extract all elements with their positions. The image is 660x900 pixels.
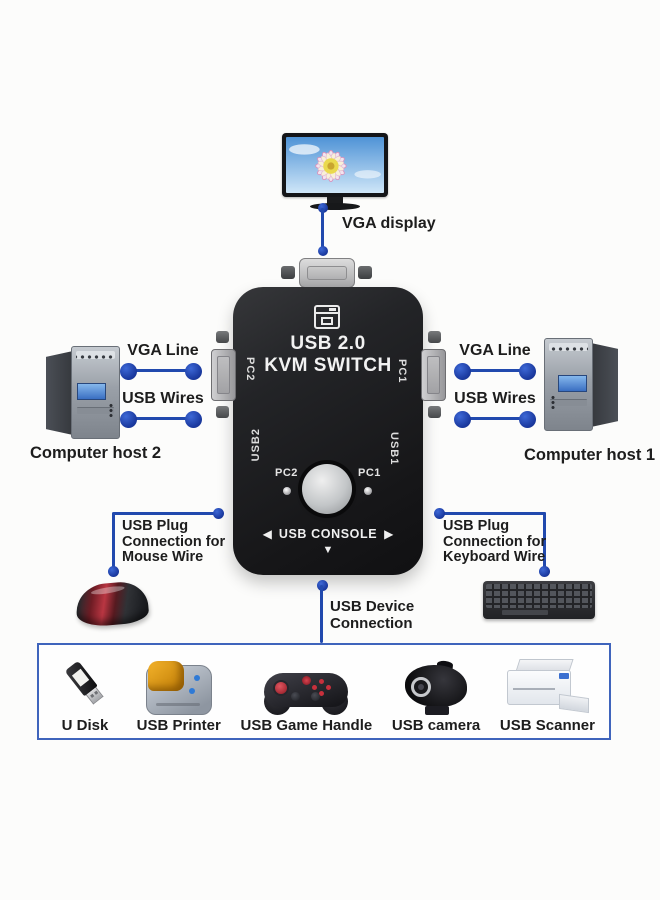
connector-dot (454, 411, 471, 428)
connector-dot (434, 508, 445, 519)
computer-host-2-tower (46, 346, 120, 440)
kvm-console-label: USB CONSOLE (278, 527, 378, 541)
keyboard-icon (483, 581, 595, 619)
vga-screw (281, 266, 295, 279)
mouse-icon (74, 579, 150, 629)
device-usb-game-handle: USB Game Handle (240, 657, 373, 734)
kvm-right-vga-port (421, 349, 446, 401)
device-usb-scanner: USB Scanner (500, 657, 595, 734)
device-label: USB Printer (136, 717, 221, 734)
gamepad-icon (264, 657, 349, 715)
connector-dot (185, 363, 202, 380)
down-triangle-icon: ▼ (322, 544, 334, 556)
vga-screw (358, 266, 372, 279)
device-u-disk: U Disk (53, 657, 117, 734)
kvm-top-vga-port (299, 258, 355, 288)
kvm-title-line2: KVM SWITCH (264, 355, 392, 376)
keyboard-callout-line-h (439, 512, 546, 515)
usb-device-callout-text: USB Device Connection (330, 598, 415, 632)
kvm-side-label-usb2: USB2 (250, 428, 262, 462)
left-vga-line-label: VGA Line (127, 342, 199, 359)
vga-display-monitor-icon (282, 133, 388, 197)
kvm-led-label-pc2: PC2 (275, 467, 298, 479)
monitor-screen (286, 137, 384, 193)
monitor-stand-neck (327, 197, 343, 204)
kvm-led-pc2 (283, 487, 291, 495)
connector-dot (539, 566, 550, 577)
kvm-switch (233, 287, 423, 575)
device-label: USB camera (391, 717, 481, 734)
right-usb-line (462, 417, 527, 420)
vga-screw (428, 406, 441, 418)
right-triangle-icon: ▶ (384, 527, 394, 541)
connector-dot (185, 411, 202, 428)
mouse-callout-line-h (113, 512, 218, 515)
monitor-stand-base (310, 203, 360, 210)
left-usb-wires-label: USB Wires (122, 390, 204, 407)
computer-host-1-tower (544, 338, 618, 438)
vga-screw (428, 331, 441, 343)
vga-screw (216, 406, 229, 418)
device-usb-camera: USB camera (392, 657, 480, 734)
computer-host-1-label: Computer host 1 (524, 446, 656, 464)
device-label: USB Scanner (499, 717, 595, 734)
device-label: U Disk (61, 717, 109, 734)
device-usb-printer: USB Printer (137, 657, 221, 734)
left-triangle-icon: ◀ (262, 527, 272, 541)
connector-dot (519, 411, 536, 428)
right-vga-line-label: VGA Line (459, 342, 531, 359)
right-usb-wires-label: USB Wires (454, 390, 536, 407)
connector-dot (519, 363, 536, 380)
kvm-side-label-pc1: PC1 (396, 359, 408, 384)
connector-dot (318, 246, 328, 256)
usb-device-line (320, 585, 323, 643)
kvm-left-vga-port (211, 349, 236, 401)
portable-printer-icon (145, 657, 212, 715)
left-usb-line (128, 417, 193, 420)
kvm-side-label-pc2: PC2 (244, 357, 256, 382)
connector-dot (120, 363, 137, 380)
vga-screw (216, 331, 229, 343)
kvm-led-label-pc1: PC1 (358, 467, 381, 479)
kvm-title-line1: USB 2.0 (290, 333, 366, 354)
usb-flash-drive-icon (53, 657, 117, 715)
usb-camera-icon (403, 657, 469, 715)
kvm-console-row: ◀ USB CONSOLE ▶ (233, 527, 423, 541)
mouse-callout-line-v (112, 512, 115, 572)
device-label: USB Game Handle (240, 717, 373, 734)
monitor-glyph-icon (314, 305, 340, 329)
right-vga-line (462, 369, 527, 372)
vga-display-label: VGA display (342, 215, 436, 232)
mouse-callout-text: USB Plug Connection for Mouse Wire (122, 518, 226, 565)
connector-dot (120, 411, 137, 428)
scanner-icon (507, 657, 590, 715)
kvm-side-label-usb1: USB1 (388, 432, 400, 466)
connector-dot (454, 363, 471, 380)
usb-devices-box: U Disk USB Printer (37, 643, 611, 740)
connector-dot (213, 508, 224, 519)
vga-display-connector-line (321, 208, 324, 251)
keyboard-callout-line-v (543, 512, 546, 572)
left-vga-line (128, 369, 193, 372)
computer-host-2-label: Computer host 2 (30, 444, 162, 462)
kvm-select-button (302, 464, 352, 514)
keyboard-callout-text: USB Plug Connection for Keyboard Wire (443, 518, 547, 565)
connector-dot (108, 566, 119, 577)
kvm-led-pc1 (364, 487, 372, 495)
